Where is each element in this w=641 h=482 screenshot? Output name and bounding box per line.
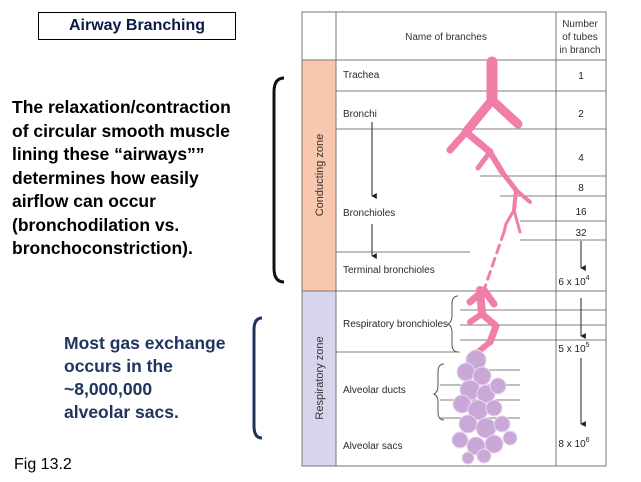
count-alveolar-sacs: 8 x 106 bbox=[558, 437, 589, 450]
respiratory-zone-band bbox=[302, 291, 336, 466]
conducting-zone-label: Conducting zone bbox=[314, 134, 326, 217]
alveolar-ducts-label: Alveolar ducts bbox=[343, 385, 406, 396]
paragraph-line: bronchoconstriction). bbox=[12, 238, 193, 258]
conducting-bracket bbox=[272, 76, 285, 284]
description-paragraph: The relaxation/contraction of circular s… bbox=[12, 96, 272, 261]
table-frame bbox=[301, 11, 607, 467]
paragraph-line: of circular smooth muscle bbox=[12, 120, 230, 141]
header-count-line: Number bbox=[562, 19, 598, 30]
gas-line: Most gas exchange bbox=[64, 333, 226, 353]
paragraph-line: The relaxation/contraction bbox=[12, 97, 231, 117]
gas-line: occurs in the bbox=[64, 356, 173, 376]
count-terminal: 6 x 104 bbox=[558, 275, 589, 288]
bronchioles-label: Bronchioles bbox=[343, 208, 395, 219]
header-count-line: in branch bbox=[559, 45, 600, 56]
trachea-label: Trachea bbox=[343, 70, 380, 81]
count-bronchi: 2 bbox=[578, 109, 584, 120]
count-8: 8 bbox=[578, 183, 584, 194]
paragraph-line: determines how easily bbox=[12, 167, 199, 188]
header-count-line: of tubes bbox=[562, 32, 598, 43]
gas-line: ~8,000,000 bbox=[64, 379, 153, 399]
paragraph-line: lining these “airways”” bbox=[12, 144, 205, 164]
alveoli-cluster bbox=[451, 349, 518, 465]
paragraph-line: airflow can occur bbox=[12, 191, 156, 211]
terminal-bronchioles-label: Terminal bronchioles bbox=[343, 265, 435, 276]
airway-tree bbox=[446, 56, 532, 355]
count-trachea: 1 bbox=[578, 71, 584, 82]
count-respiratory-bronchioles: 5 x 105 bbox=[558, 342, 589, 355]
respiratory-bronchioles-label: Respiratory bronchioles bbox=[343, 319, 448, 330]
title-box: Airway Branching bbox=[38, 12, 236, 40]
figure-label: Fig 13.2 bbox=[14, 456, 72, 473]
respiratory-zone-label: Respiratory zone bbox=[314, 336, 326, 419]
gas-line: alveolar sacs. bbox=[64, 402, 179, 422]
count-32: 32 bbox=[575, 228, 587, 239]
count-16: 16 bbox=[575, 207, 587, 218]
alveolar-duct-brace bbox=[432, 363, 445, 421]
resp-bronchiole-brace bbox=[446, 295, 459, 353]
gas-exchange-note: Most gas exchange occurs in the ~8,000,0… bbox=[64, 332, 254, 424]
paragraph-line: (bronchodilation vs. bbox=[12, 214, 180, 235]
header-name: Name of branches bbox=[405, 32, 487, 43]
alveolar-sacs-label: Alveolar sacs bbox=[343, 441, 402, 452]
count-4: 4 bbox=[578, 153, 584, 164]
bronchi-label: Bronchi bbox=[343, 109, 377, 120]
conducting-zone-band bbox=[302, 60, 336, 291]
page-title: Airway Branching bbox=[68, 17, 206, 34]
respiratory-bracket bbox=[252, 316, 263, 440]
